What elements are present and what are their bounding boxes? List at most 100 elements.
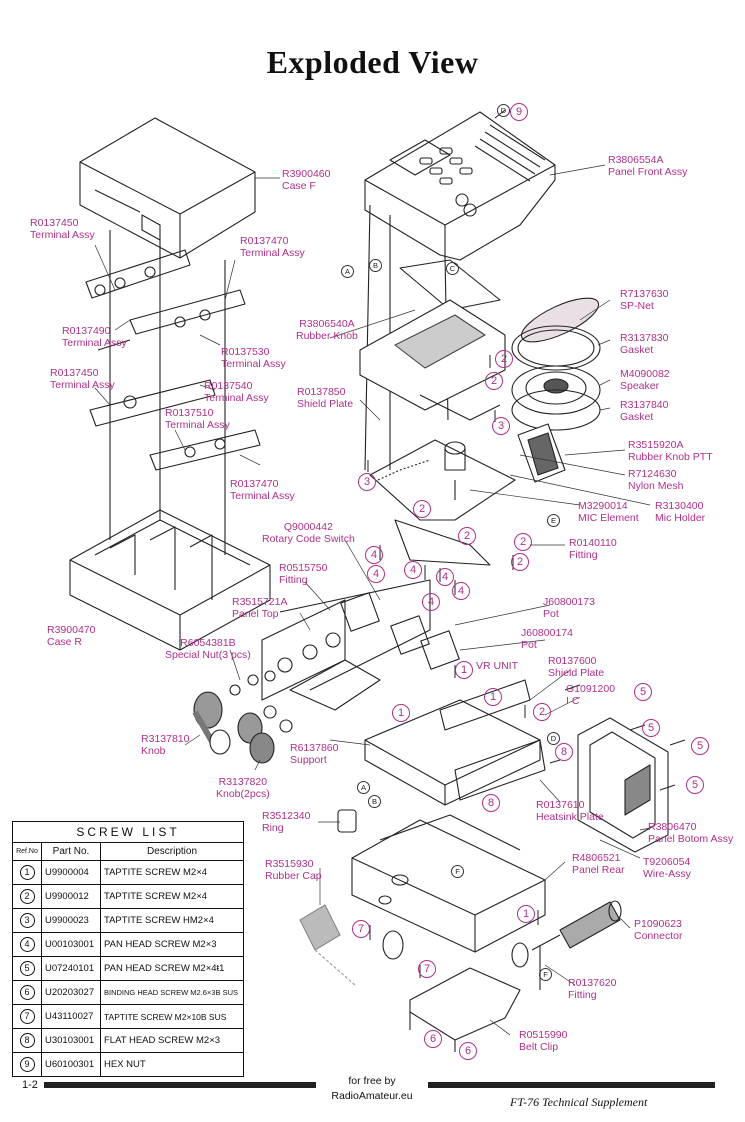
screw-callout: 1 [517,905,535,923]
screw-callout: 1 [484,688,502,706]
case-r-drawing [69,230,271,651]
description: TAPTITE SCREW M2×4 [100,860,243,885]
screw-callout: 5 [686,776,704,794]
description: BINDING HEAD SCREW M2.6×3B SUS [100,980,243,1005]
screw-callout: 2 [413,500,431,518]
description: TAPTITE SCREW HM2×4 [100,908,243,933]
ref-number: 8 [19,1033,35,1048]
screw-callout: 8 [555,743,573,761]
speaker-drawing [511,297,601,431]
footer-rule-left [44,1082,316,1088]
description: HEX NUT [100,1052,243,1076]
ref-letter: F [539,968,552,981]
screw-callout: 2 [458,527,476,545]
footer-rule-right [428,1082,715,1088]
description: FLAT HEAD SCREW M2×3 [100,1028,243,1053]
screw-callout: 4 [365,546,383,564]
ref-letter: E [547,514,560,527]
screw-callout: 5 [634,683,652,701]
leader-lines [94,164,651,1036]
ref-letter: B [369,259,382,272]
panel-bottom-drawing [577,717,669,853]
ref-letter: A [357,781,370,794]
description: PAN HEAD SCREW M2×4ŧ1 [100,956,243,981]
screw-list-table: SCREW LIST Ref.No Part No. Description 1… [12,821,244,1077]
credit-line-2: RadioAmateur.eu [331,1090,413,1102]
part-number: U43110027 [41,1004,101,1029]
part-number: U9900004 [41,860,101,885]
screw-callout: 2 [511,553,529,571]
screw-callout: 2 [485,372,503,390]
ref-letter: B [368,795,381,808]
rubber-cap-drawing [299,809,404,986]
screw-callout: 4 [436,568,454,586]
screw-callout: 9 [510,103,528,121]
part-number: U60100301 [41,1052,101,1076]
ref-letter: F [451,865,464,878]
screw-callout: 1 [392,704,410,722]
page-number: 1-2 [22,1079,38,1091]
ref-letter: A [341,265,354,278]
ref-letter: D [547,732,560,745]
ref-letter: C [446,262,459,275]
ref-number: 4 [19,937,35,952]
description: TAPTITE SCREW M2×4 [100,884,243,909]
screw-callout: 1 [455,661,473,679]
support-drawing [364,679,546,806]
panel-rear-drawing [351,814,546,953]
screw-callout: 3 [358,473,376,491]
ref-letter: D [497,104,510,117]
part-number: U9900012 [41,884,101,909]
ptt-drawing [517,423,566,483]
label-vr-unit: VR UNIT [476,660,518,672]
screw-callout: 5 [691,737,709,755]
screw-callout: 4 [367,565,385,583]
ref-number: 6 [19,985,35,1000]
panel-front-assy-drawing [364,111,556,471]
page-title: Exploded View [266,44,479,80]
credit-line-1: for free by [348,1075,396,1087]
screw-callout: 7 [418,960,436,978]
ref-number: 3 [19,913,35,928]
part-number: U00103001 [41,932,101,957]
pcb-drawing [359,259,506,421]
ref-number: 1 [19,865,35,880]
column-header-ref: Ref.No [13,843,42,861]
screw-callout: 4 [422,593,440,611]
screw-callout: 3 [492,417,510,435]
